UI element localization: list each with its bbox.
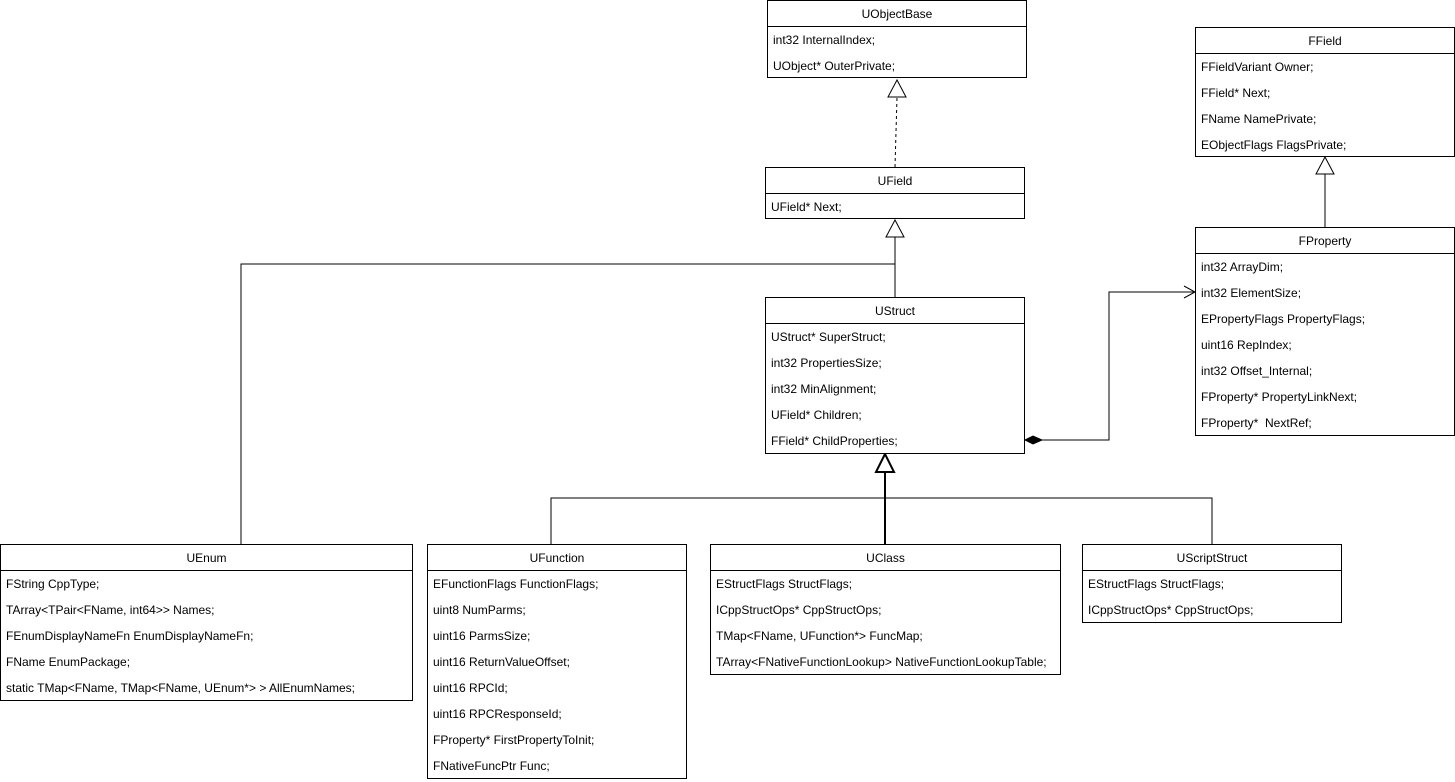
class-fields: EFunctionFlags FunctionFlags; uint8 NumP…	[428, 571, 686, 779]
class-uscriptstruct[interactable]: UScriptStruct EStructFlags StructFlags; …	[1082, 544, 1342, 623]
class-fields: EStructFlags StructFlags; ICppStructOps*…	[1083, 571, 1341, 623]
class-fields: int32 ArrayDim; int32 ElementSize; EProp…	[1196, 254, 1454, 436]
field: uint16 RepIndex;	[1201, 338, 1292, 352]
field: FNativeFuncPtr Func;	[433, 759, 550, 773]
edge-fproperty-extends-ffield[interactable]	[1315, 155, 1335, 227]
class-ffield[interactable]: FField FFieldVariant Owner; FField* Next…	[1195, 27, 1455, 157]
field: int32 ElementSize;	[1201, 286, 1302, 300]
class-fields: FFieldVariant Owner; FField* Next; FName…	[1196, 54, 1454, 158]
field: FField* ChildProperties;	[771, 434, 898, 448]
field: FString CppType;	[6, 577, 100, 591]
class-fproperty[interactable]: FProperty int32 ArrayDim; int32 ElementS…	[1195, 227, 1455, 436]
class-fields: UStruct* SuperStruct; int32 PropertiesSi…	[766, 324, 1024, 454]
class-ufunction[interactable]: UFunction EFunctionFlags FunctionFlags; …	[427, 544, 687, 779]
class-title: UStruct	[766, 298, 1024, 324]
field: FFieldVariant Owner;	[1201, 60, 1314, 74]
edge-ustruct-extends-ufield[interactable]	[885, 218, 905, 297]
class-uclass[interactable]: UClass EStructFlags StructFlags; ICppStr…	[710, 544, 1061, 675]
field: EStructFlags StructFlags;	[1088, 577, 1225, 591]
class-ustruct[interactable]: UStruct UStruct* SuperStruct; int32 Prop…	[765, 297, 1025, 454]
class-title: UObjectBase	[768, 1, 1026, 27]
field: FProperty* PropertyLinkNext;	[1201, 390, 1358, 404]
field: EObjectFlags FlagsPrivate;	[1201, 138, 1347, 152]
field: uint16 RPCId;	[433, 681, 508, 695]
class-title: UField	[766, 168, 1024, 194]
field: FName EnumPackage;	[6, 655, 131, 669]
class-title: UScriptStruct	[1083, 545, 1341, 571]
field: int32 PropertiesSize;	[771, 356, 882, 370]
field: EStructFlags StructFlags;	[716, 577, 853, 591]
field: int32 MinAlignment;	[771, 382, 877, 396]
field: static TMap<FName, TMap<FName, UEnum*> >…	[6, 681, 356, 695]
field: FName NamePrivate;	[1201, 112, 1317, 126]
field: EFunctionFlags FunctionFlags;	[433, 577, 599, 591]
field: TMap<FName, UFunction*> FuncMap;	[716, 629, 923, 643]
class-title: FField	[1196, 28, 1454, 54]
class-fields: UField* Next;	[766, 194, 1024, 220]
field: UField* Next;	[771, 200, 842, 214]
field: uint16 RPCResponseId;	[433, 707, 562, 721]
class-title: UEnum	[1, 545, 412, 571]
field: uint16 ParmsSize;	[433, 629, 531, 643]
class-fields: FString CppType; TArray<TPair<FName, int…	[1, 571, 412, 701]
edge-ufield-realizes-uobjectbase[interactable]	[887, 78, 907, 168]
field: uint16 ReturnValueOffset;	[433, 655, 570, 669]
field: FProperty* NextRef;	[1201, 416, 1312, 430]
field: TArray<TPair<FName, int64>> Names;	[6, 603, 215, 617]
field: TArray<FNativeFunctionLookup> NativeFunc…	[716, 655, 1047, 669]
edge-ustruct-composes-fproperty[interactable]	[1023, 285, 1197, 445]
field: int32 ArrayDim;	[1201, 260, 1284, 274]
class-fields: int32 InternalIndex; UObject* OuterPriva…	[768, 27, 1026, 79]
field: FProperty* FirstPropertyToInit;	[433, 733, 595, 747]
field: UStruct* SuperStruct;	[771, 330, 886, 344]
field: UField* Children;	[771, 408, 862, 422]
field: ICppStructOps* CppStructOps;	[716, 603, 882, 617]
field: FField* Next;	[1201, 86, 1271, 100]
edge-subclasses-extend-ustruct[interactable]	[550, 451, 1213, 544]
field: ICppStructOps* CppStructOps;	[1088, 603, 1254, 617]
field: EPropertyFlags PropertyFlags;	[1201, 312, 1366, 326]
field: UObject* OuterPrivate;	[773, 59, 896, 73]
field: int32 InternalIndex;	[773, 33, 876, 47]
class-title: UClass	[711, 545, 1060, 571]
class-ufield[interactable]: UField UField* Next;	[765, 167, 1025, 219]
field: uint8 NumParms;	[433, 603, 526, 617]
class-uenum[interactable]: UEnum FString CppType; TArray<TPair<FNam…	[0, 544, 413, 701]
class-fields: EStructFlags StructFlags; ICppStructOps*…	[711, 571, 1060, 675]
class-title: UFunction	[428, 545, 686, 571]
field: FEnumDisplayNameFn EnumDisplayNameFn;	[6, 629, 254, 643]
field: int32 Offset_Internal;	[1201, 364, 1313, 378]
class-title: FProperty	[1196, 228, 1454, 254]
class-uobjectbase[interactable]: UObjectBase int32 InternalIndex; UObject…	[767, 0, 1027, 78]
edge-uenum-extends-ufield[interactable]	[240, 263, 895, 544]
